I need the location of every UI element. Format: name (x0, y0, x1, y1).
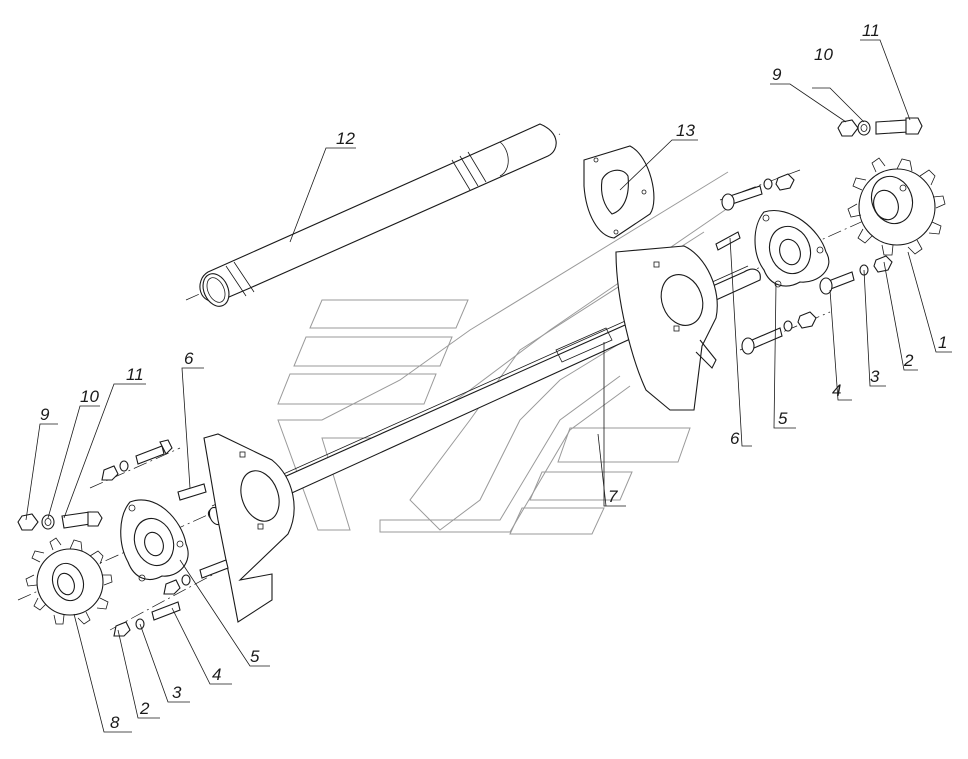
callout-11-right: 11 (862, 21, 880, 40)
left-sprocket-part-8 (25, 537, 113, 625)
watermark-logo (277, 171, 729, 535)
callout-6-right: 6 (730, 429, 740, 448)
callout-4-left: 4 (212, 665, 221, 684)
callout-labels: 12 13 11 10 9 1 2 3 4 5 6 7 6 11 10 9 5 … (40, 21, 947, 732)
callout-2-right: 2 (903, 351, 914, 370)
callout-2-left: 2 (139, 699, 150, 718)
callout-1: 1 (938, 333, 947, 352)
callout-7: 7 (608, 487, 618, 506)
callout-9-left: 9 (40, 405, 50, 424)
callout-11-left: 11 (126, 365, 144, 384)
callout-8: 8 (110, 713, 120, 732)
left-mounting-plate (203, 433, 295, 623)
callout-4-right: 4 (832, 381, 841, 400)
clamp-bracket-part-13 (583, 145, 655, 239)
callout-12: 12 (336, 129, 355, 148)
callout-5-left: 5 (250, 647, 260, 666)
callout-10-right: 10 (814, 45, 833, 64)
callout-13: 13 (676, 121, 695, 140)
right-flange-bearing-part-5 (754, 210, 830, 288)
callout-9-right: 9 (772, 65, 782, 84)
leader-lines (25, 39, 952, 733)
right-sprocket-part-1 (847, 157, 946, 256)
callout-6-left: 6 (184, 349, 194, 368)
callout-3-right: 3 (870, 367, 880, 386)
callout-10-left: 10 (80, 387, 99, 406)
callout-5-right: 5 (778, 409, 788, 428)
left-flange-bearing-part-5 (120, 499, 189, 582)
callout-3-left: 3 (172, 683, 182, 702)
right-hardware (715, 117, 923, 355)
tube-part-12 (199, 123, 557, 307)
bolt-axis-top (719, 169, 801, 201)
right-mounting-plate (615, 245, 718, 411)
bolt-axis-left-top (89, 447, 181, 489)
left-hardware (17, 439, 229, 637)
